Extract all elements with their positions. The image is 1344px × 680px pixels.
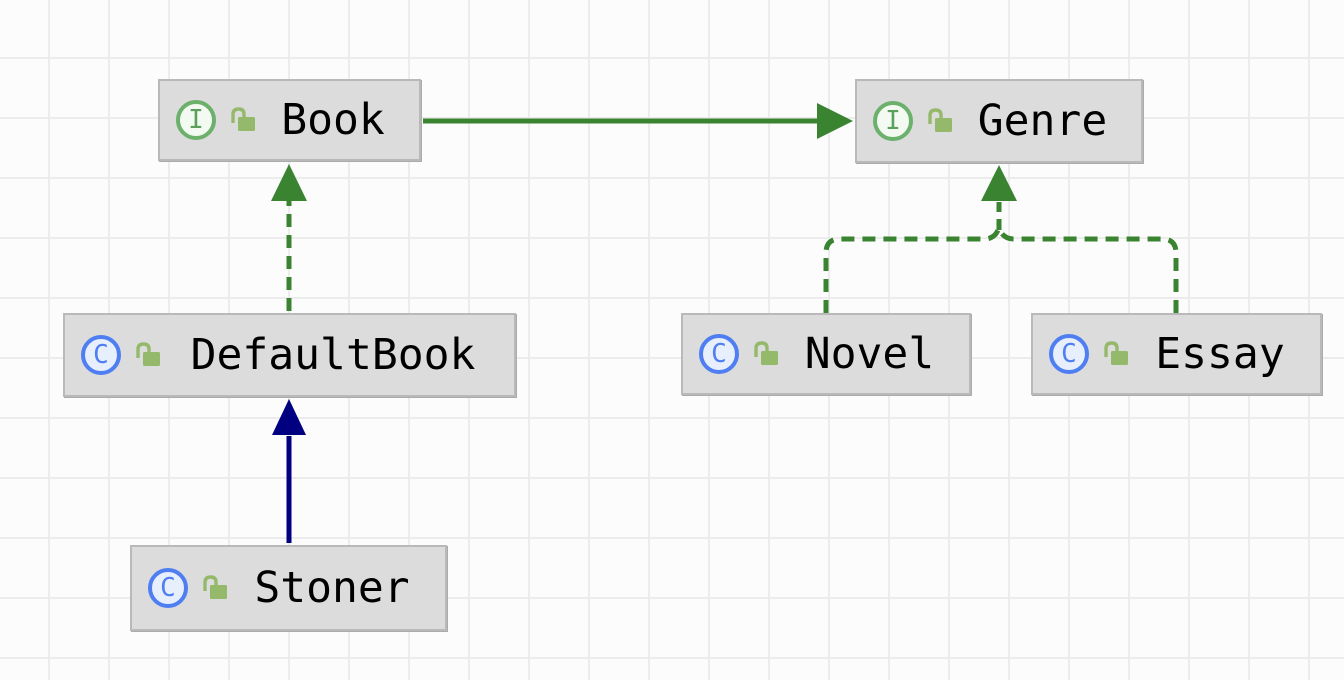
- class-icon: C: [699, 334, 739, 374]
- open-lock-icon: [132, 340, 162, 370]
- node-label: DefaultBook: [190, 330, 476, 380]
- node-label: Essay: [1155, 329, 1285, 379]
- arrowhead-up-icon: [981, 165, 1017, 201]
- node-label: Novel: [804, 329, 935, 379]
- arrowhead-up-icon: [272, 399, 306, 435]
- node-label: Genre: [977, 96, 1108, 146]
- arrowhead-up-icon: [271, 164, 307, 201]
- node-label: Book: [281, 95, 385, 145]
- node-essay[interactable]: C Essay: [1031, 313, 1322, 395]
- open-lock-icon: [1100, 339, 1130, 369]
- class-icon: C: [81, 335, 121, 375]
- edge-novel-genre[interactable]: [823, 226, 1002, 313]
- edge-stoner-defaultbook[interactable]: [272, 399, 306, 543]
- open-lock-icon: [924, 106, 954, 136]
- edge-essay-genre[interactable]: [996, 226, 1179, 313]
- class-icon: C: [148, 568, 188, 608]
- open-lock-icon: [199, 573, 229, 603]
- node-book[interactable]: I Book: [158, 79, 421, 161]
- edge-defaultbook-book[interactable]: [271, 164, 307, 311]
- node-genre[interactable]: I Genre: [855, 79, 1143, 163]
- interface-icon: I: [176, 100, 216, 140]
- arrowhead-right-icon: [817, 103, 853, 139]
- open-lock-icon: [750, 339, 780, 369]
- node-novel[interactable]: C Novel: [681, 313, 971, 395]
- edge-merged-stem[interactable]: [981, 165, 1017, 230]
- interface-icon: I: [873, 101, 913, 141]
- open-lock-icon: [227, 105, 257, 135]
- edge-book-genre[interactable]: [423, 103, 853, 139]
- node-stoner[interactable]: C Stoner: [130, 545, 447, 631]
- node-label: Stoner: [254, 563, 410, 613]
- node-defaultbook[interactable]: C DefaultBook: [63, 313, 516, 397]
- class-icon: C: [1049, 334, 1089, 374]
